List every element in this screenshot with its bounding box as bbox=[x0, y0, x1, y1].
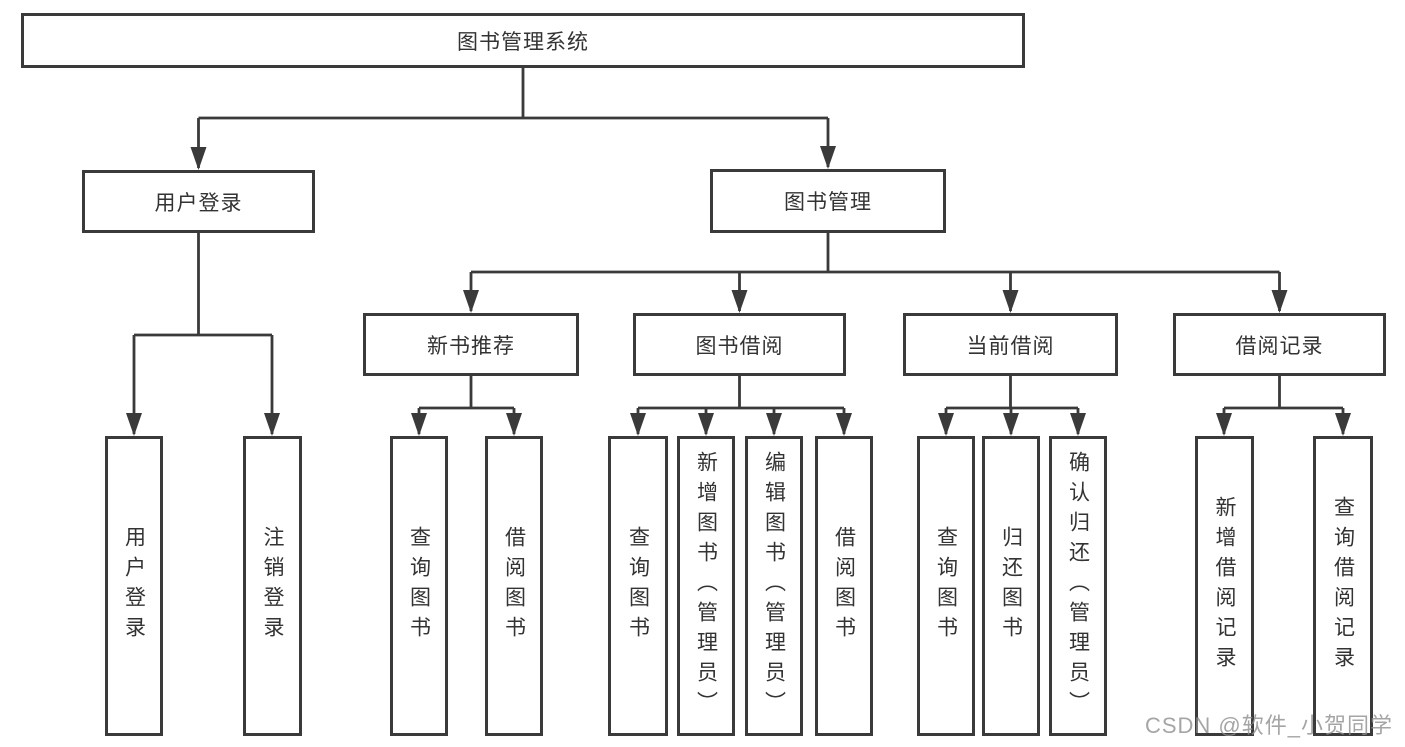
leaf-borrow-book-recommend-label: 借阅图书 bbox=[502, 526, 526, 646]
leaf-query-book-borrow-label: 查询图书 bbox=[626, 526, 650, 646]
leaf-user-login-label: 用户登录 bbox=[122, 526, 146, 646]
leaf-query-borrow-record-label: 查询借阅记录 bbox=[1331, 496, 1355, 676]
leaf-borrow-book-label: 借阅图书 bbox=[832, 526, 856, 646]
leaf-return-book: 归还图书 bbox=[982, 436, 1040, 736]
node-book-borrow-label: 图书借阅 bbox=[695, 334, 784, 358]
node-current-borrow-label: 当前借阅 bbox=[966, 334, 1055, 358]
node-library-system-label: 图书管理系统 bbox=[457, 30, 589, 54]
leaf-borrow-book: 借阅图书 bbox=[815, 436, 873, 736]
leaf-query-book-borrow: 查询图书 bbox=[608, 436, 668, 736]
leaf-user-login: 用户登录 bbox=[105, 436, 163, 736]
leaf-query-book-current-label: 查询图书 bbox=[934, 526, 958, 646]
node-current-borrow: 当前借阅 bbox=[903, 313, 1118, 376]
leaf-query-borrow-record: 查询借阅记录 bbox=[1313, 436, 1373, 736]
node-new-book-recommend: 新书推荐 bbox=[363, 313, 579, 376]
leaf-query-book-recommend-label: 查询图书 bbox=[407, 526, 431, 646]
leaf-return-book-label: 归还图书 bbox=[999, 526, 1023, 646]
leaf-add-book-admin-label: 新增图书（管理员） bbox=[694, 451, 718, 721]
leaf-edit-book-admin-label: 编辑图书（管理员） bbox=[762, 451, 786, 721]
node-borrow-record: 借阅记录 bbox=[1173, 313, 1386, 376]
leaf-confirm-return-admin-label: 确认归还（管理员） bbox=[1066, 451, 1090, 721]
leaf-edit-book-admin: 编辑图书（管理员） bbox=[745, 436, 803, 736]
leaf-query-book-current: 查询图书 bbox=[917, 436, 975, 736]
node-book-management-label: 图书管理 bbox=[784, 191, 872, 214]
node-user-login-branch: 用户登录 bbox=[82, 170, 315, 233]
node-library-system: 图书管理系统 bbox=[21, 13, 1025, 68]
leaf-logout-label: 注销登录 bbox=[261, 526, 284, 646]
leaf-borrow-book-recommend: 借阅图书 bbox=[485, 436, 543, 736]
leaf-add-book-admin: 新增图书（管理员） bbox=[677, 436, 735, 736]
node-new-book-recommend-label: 新书推荐 bbox=[427, 334, 515, 358]
leaf-add-borrow-record: 新增借阅记录 bbox=[1195, 436, 1254, 736]
leaf-logout: 注销登录 bbox=[243, 436, 302, 736]
node-book-management: 图书管理 bbox=[710, 169, 946, 233]
node-book-borrow: 图书借阅 bbox=[633, 313, 846, 376]
leaf-query-book-recommend: 查询图书 bbox=[390, 436, 448, 736]
node-user-login-branch-label: 用户登录 bbox=[154, 191, 243, 215]
leaf-confirm-return-admin: 确认归还（管理员） bbox=[1049, 436, 1107, 736]
leaf-add-borrow-record-label: 新增借阅记录 bbox=[1213, 496, 1236, 676]
node-borrow-record-label: 借阅记录 bbox=[1235, 334, 1324, 358]
